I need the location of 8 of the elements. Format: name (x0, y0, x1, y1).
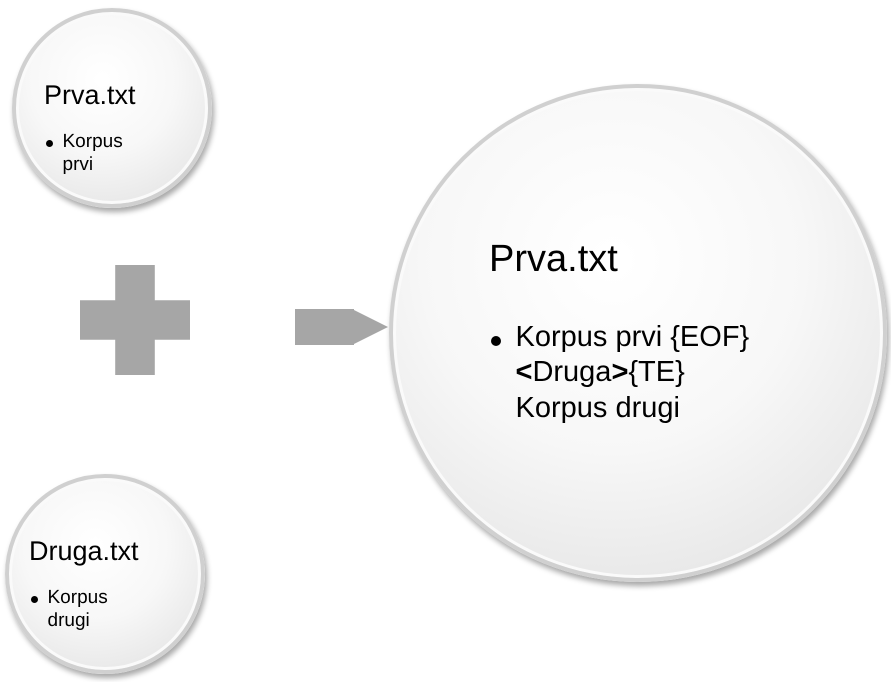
bullet-text: Korpus drugi (48, 586, 109, 632)
block-arrow (295, 309, 388, 345)
circle-title: Druga.txt (29, 536, 139, 567)
bullet-text: Korpus prvi (62, 130, 124, 176)
plus-sign-shape (80, 265, 190, 375)
bullet-text: Korpus prvi {EOF}<Druga>{TE} Korpus drugi (516, 320, 750, 426)
circle-title: Prva.txt (44, 80, 136, 111)
circle-title: Prva.txt (489, 238, 618, 281)
